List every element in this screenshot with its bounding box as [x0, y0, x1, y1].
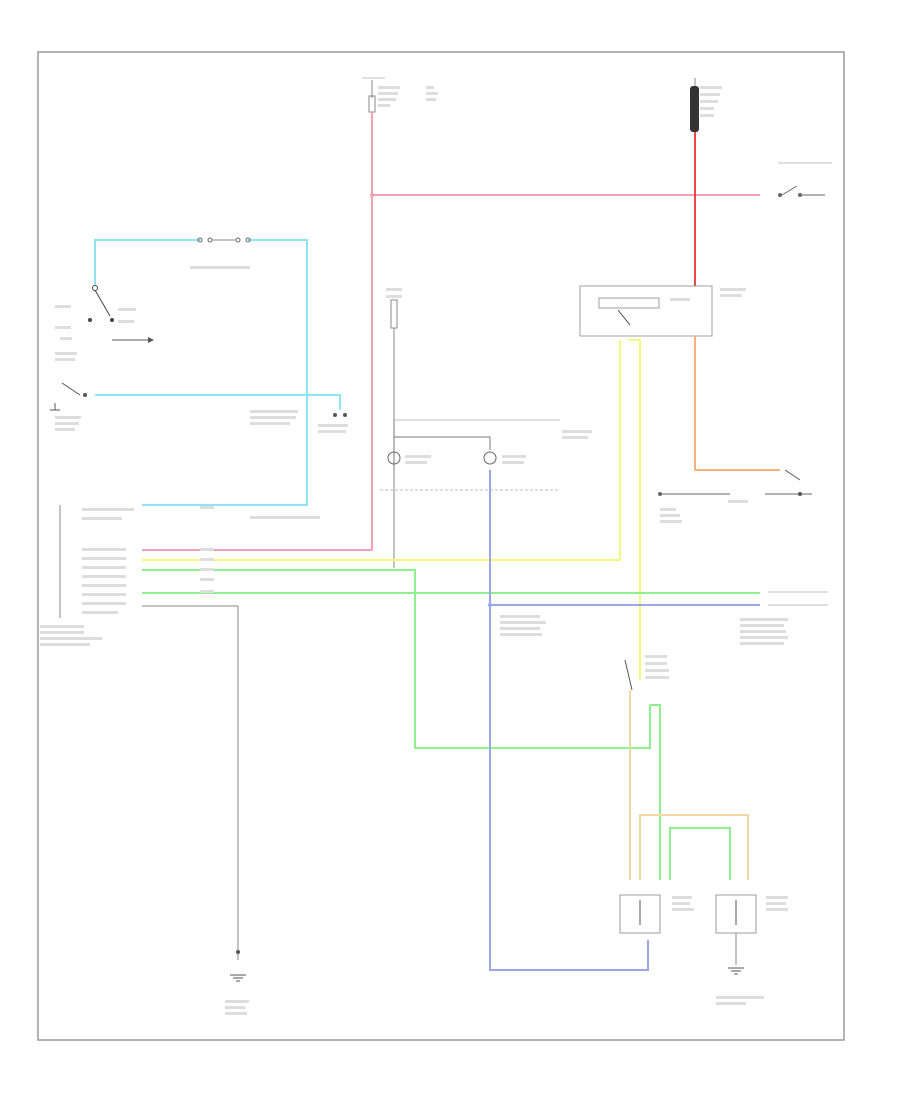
- switch-icon: [784, 469, 801, 481]
- solenoid-right: [715, 894, 788, 1005]
- fusible-link-top-right: [690, 78, 722, 132]
- switch-orange: [658, 469, 812, 523]
- switch-park-brake: [50, 382, 87, 431]
- inline-connector-cyan: [190, 237, 251, 269]
- solenoid-icon: [619, 894, 661, 934]
- bulb-icon: [483, 451, 497, 465]
- switch-icon: [624, 659, 633, 691]
- diagram-border: [37, 51, 845, 1041]
- wire-cyan: [94, 239, 341, 506]
- switch-left: [55, 285, 154, 361]
- fuse-block-top: [362, 77, 438, 113]
- bulb-icon: [387, 451, 401, 465]
- switch-icon: [61, 382, 81, 396]
- fusible-link-icon: [690, 86, 699, 132]
- switch-top-right: [778, 162, 832, 197]
- wire-pink-feed: [142, 112, 760, 551]
- wire-orange: [694, 336, 780, 471]
- wire-green: [142, 569, 760, 880]
- switch-icon: [617, 309, 631, 326]
- bulb-fuse-center: [380, 288, 592, 491]
- wire-blue: [489, 470, 649, 971]
- module-right-label: [740, 591, 828, 645]
- fuse-icon: [390, 299, 398, 329]
- component-cyan-end: [250, 410, 348, 433]
- wire-yellow: [142, 339, 641, 680]
- label-ground-center: [500, 615, 546, 636]
- switch-lower-upper: [624, 655, 669, 691]
- connector-left-module: [40, 505, 320, 646]
- switch-icon: [781, 185, 798, 196]
- fuse-icon: [368, 95, 376, 113]
- switch-icon: [94, 289, 111, 317]
- solenoid-left: [619, 894, 694, 934]
- ground-left: [225, 950, 249, 1015]
- relay-box: [579, 285, 746, 337]
- wire-tan: [629, 690, 749, 880]
- wire-gray-ground: [142, 605, 239, 960]
